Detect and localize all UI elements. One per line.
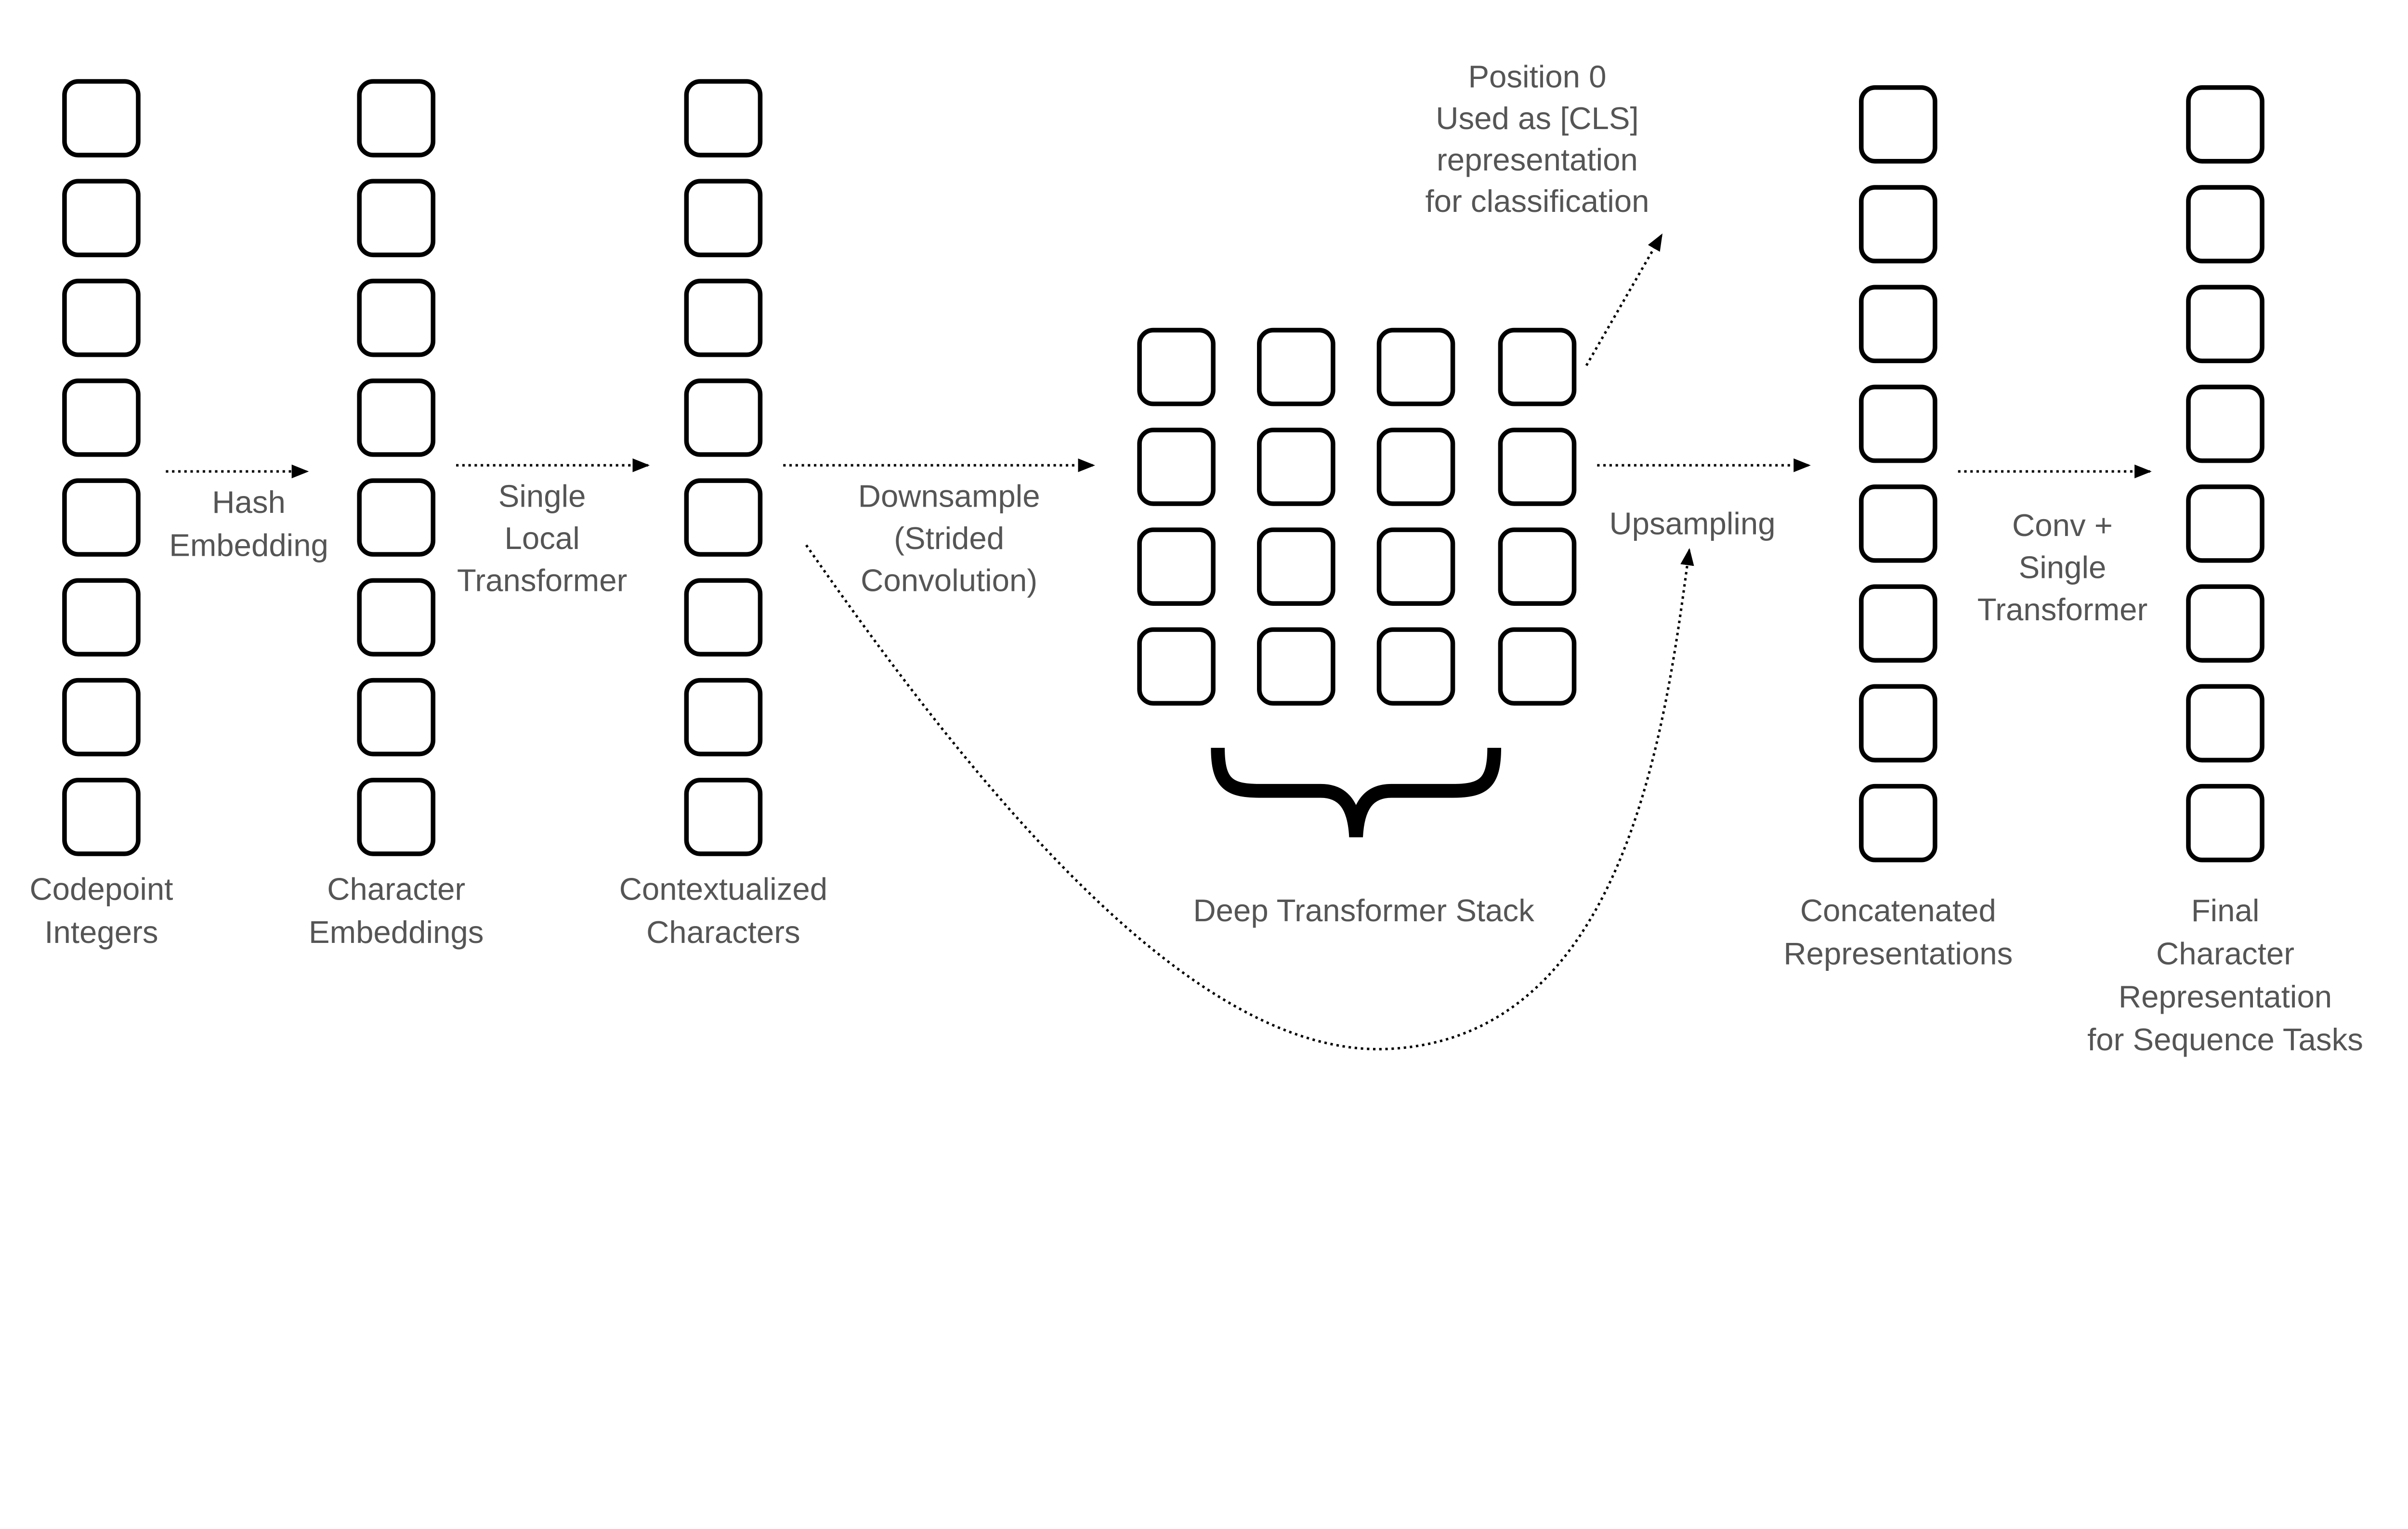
label-contextualized-characters: Contextualized	[619, 872, 827, 907]
final-representation-box	[2186, 584, 2264, 663]
deep-transformer-box	[1376, 527, 1455, 606]
label-cls-position: Position 0	[1468, 59, 1606, 94]
character-embedding-box	[357, 478, 436, 557]
final-representation-box	[2186, 484, 2264, 563]
label-conv-single-transformer: Conv +	[2012, 508, 2113, 543]
concatenated-representation-box	[1859, 384, 1937, 463]
character-embedding-box	[357, 578, 436, 657]
final-representation-box	[2186, 185, 2264, 263]
character-embedding-box	[357, 778, 436, 856]
deep-transformer-box	[1376, 627, 1455, 706]
deep-transformer-box	[1257, 327, 1335, 406]
label-final-representation: Representation	[2119, 979, 2332, 1014]
canine-architecture-diagram: CodepointIntegersCharacterEmbeddingsCont…	[29, 59, 2363, 1057]
deep-transformer-box	[1137, 327, 1216, 406]
codepoint-box	[62, 778, 141, 856]
label-final-representation: Character	[2156, 936, 2294, 971]
label-codepoint-integers: Integers	[44, 915, 158, 950]
boxes	[62, 79, 2264, 863]
label-cls-position: representation	[1437, 142, 1638, 177]
deep-transformer-box	[1137, 527, 1216, 606]
deep-transformer-box	[1137, 627, 1216, 706]
concatenated-representation-box	[1859, 285, 1937, 364]
concatenated-representation-box	[1859, 185, 1937, 263]
label-downsample: (Strided	[894, 521, 1004, 556]
label-final-representation: for Sequence Tasks	[2087, 1022, 2363, 1057]
character-embedding-box	[357, 179, 436, 258]
labels: CodepointIntegersCharacterEmbeddingsCont…	[29, 59, 2363, 1057]
deep-transformer-box	[1376, 428, 1455, 506]
label-conv-single-transformer: Transformer	[1977, 592, 2147, 627]
codepoint-box	[62, 179, 141, 258]
codepoint-box	[62, 278, 141, 357]
character-embedding-box	[357, 79, 436, 157]
character-embedding-box	[357, 678, 436, 757]
codepoint-box	[62, 79, 141, 157]
contextualized-character-box	[684, 678, 763, 757]
final-representation-box	[2186, 285, 2264, 364]
concatenated-representation-box	[1859, 484, 1937, 563]
label-concatenated-representations: Representations	[1783, 936, 2013, 971]
codepoint-box	[62, 578, 141, 657]
final-representation-box	[2186, 384, 2264, 463]
contextualized-character-box	[684, 578, 763, 657]
final-representation-box	[2186, 684, 2264, 763]
deep-transformer-box	[1498, 327, 1577, 406]
concatenated-representation-box	[1859, 784, 1937, 863]
label-character-embeddings: Character	[327, 872, 465, 907]
final-representation-box	[2186, 784, 2264, 863]
deep-transformer-box	[1498, 527, 1577, 606]
label-hash-embedding: Hash	[212, 484, 286, 520]
contextualized-character-box	[684, 179, 763, 258]
label-single-local-transformer: Single	[498, 478, 586, 513]
concatenated-representation-box	[1859, 85, 1937, 164]
contextualized-character-box	[684, 778, 763, 856]
label-single-local-transformer: Local	[505, 521, 580, 556]
codepoint-box	[62, 478, 141, 557]
concatenated-representation-box	[1859, 684, 1937, 763]
contextualized-character-box	[684, 79, 763, 157]
arrow-residual-skip	[805, 544, 1694, 1051]
concatenated-representation-box	[1859, 584, 1937, 663]
label-final-representation: Final	[2191, 893, 2260, 928]
character-embedding-box	[357, 379, 436, 457]
label-cls-position: for classification	[1425, 183, 1649, 219]
label-cls-position: Used as [CLS]	[1436, 101, 1638, 136]
label-conv-single-transformer: Single	[2019, 550, 2107, 585]
label-single-local-transformer: Transformer	[457, 563, 627, 598]
contextualized-character-box	[684, 379, 763, 457]
codepoint-box	[62, 678, 141, 757]
final-representation-box	[2186, 85, 2264, 164]
label-character-embeddings: Embeddings	[309, 915, 484, 950]
label-upsampling: Upsampling	[1609, 506, 1775, 541]
label-contextualized-characters: Characters	[646, 915, 800, 950]
label-concatenated-representations: Concatenated	[1800, 893, 1996, 928]
brace-icon	[1211, 747, 1502, 837]
deep-transformer-box	[1257, 428, 1335, 506]
deep-transformer-box	[1257, 527, 1335, 606]
character-embedding-box	[357, 278, 436, 357]
deep-transformer-box	[1376, 327, 1455, 406]
deep-transformer-box	[1137, 428, 1216, 506]
deep-transformer-box	[1498, 428, 1577, 506]
arrow-cls	[1585, 233, 1663, 366]
contextualized-character-box	[684, 478, 763, 557]
deep-transformer-box	[1498, 627, 1577, 706]
codepoint-box	[62, 379, 141, 457]
contextualized-character-box	[684, 278, 763, 357]
label-downsample: Downsample	[858, 478, 1040, 513]
deep-transformer-box	[1257, 627, 1335, 706]
label-hash-embedding: Embedding	[169, 527, 328, 562]
label-deep-transformer-stack: Deep Transformer Stack	[1193, 893, 1534, 928]
label-codepoint-integers: Codepoint	[29, 872, 173, 907]
label-downsample: Convolution)	[861, 563, 1037, 598]
